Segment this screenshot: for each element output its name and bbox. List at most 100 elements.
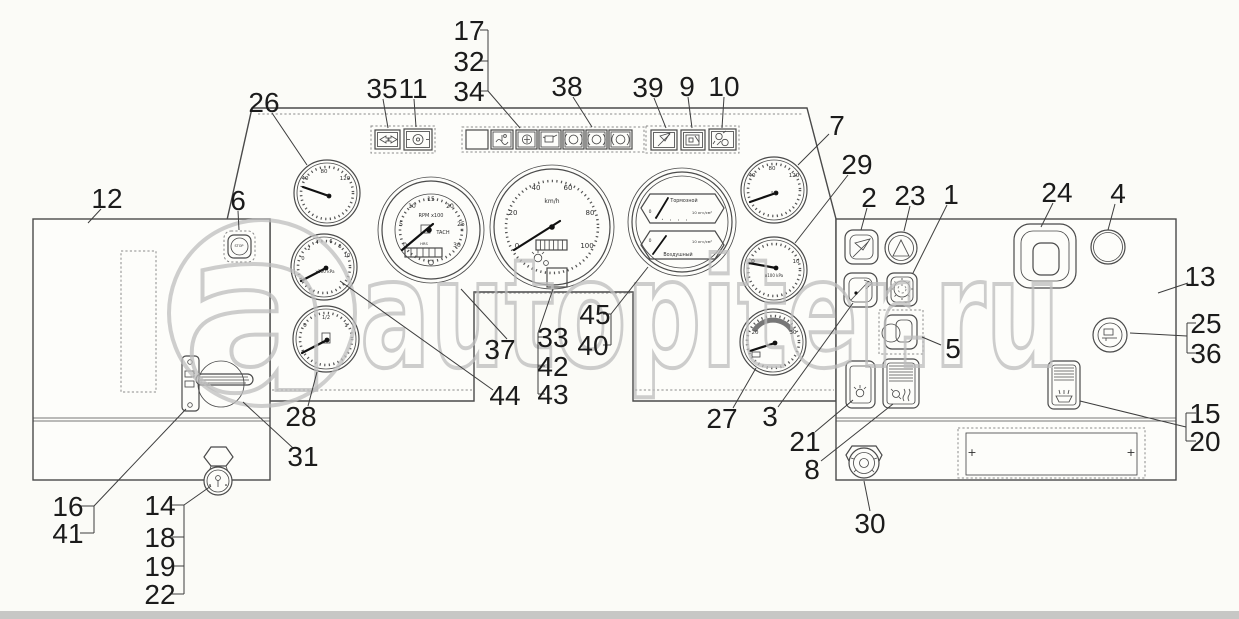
lever-icon-button	[843, 272, 878, 308]
callout-17: 17	[453, 15, 484, 46]
watermark: a autopiter.ru	[167, 180, 1062, 446]
gauge-label: 80	[586, 209, 595, 217]
callout-14: 14	[144, 490, 175, 521]
callout-40: 40	[577, 330, 608, 361]
gauge-label: 120	[340, 176, 351, 182]
gauge-label: TACH	[435, 230, 449, 236]
callout-35: 35	[366, 73, 397, 104]
callout-44: 44	[489, 380, 520, 411]
leader-line	[537, 288, 554, 334]
gauge-label: 10 кгс/см²	[692, 239, 713, 244]
gauge-label: 0	[301, 256, 304, 262]
callout-34: 34	[453, 76, 484, 107]
speedometer	[489, 164, 615, 290]
glovebox-plate	[957, 427, 1146, 479]
fan-indicator-icon	[712, 130, 729, 147]
gauge-label: 15	[427, 196, 435, 203]
hazard-warning-button	[884, 231, 918, 265]
gauge-label: 40	[302, 176, 309, 182]
callout-5: 5	[945, 333, 961, 364]
air-gauge-top-window	[640, 193, 725, 224]
gauge-label: +	[967, 446, 976, 459]
gauge-label: °C	[771, 191, 778, 197]
leader-lines-layer	[80, 29, 1196, 595]
watermark-text: autopiter.ru	[360, 228, 1060, 402]
leader-line	[183, 485, 212, 506]
callout-25: 25	[1190, 308, 1221, 339]
gauge-label: 10	[408, 203, 416, 210]
gauge-label: 30	[453, 242, 461, 249]
gauge-label: 40	[532, 184, 541, 192]
left-lower-panel	[32, 218, 271, 481]
gauge-label: 0	[649, 238, 652, 244]
leader-line	[237, 210, 240, 231]
blank-switch-button	[878, 309, 924, 355]
callout-10: 10	[708, 71, 739, 102]
oil-pressure-gauge-right	[740, 236, 808, 304]
leader-line	[93, 408, 187, 507]
leader-line	[1129, 332, 1188, 337]
aux-indicator-icon	[685, 134, 700, 146]
callout-1: 1	[943, 179, 959, 210]
leader-line	[912, 204, 948, 274]
gauge-label: 10	[793, 259, 800, 265]
gauge-label: STOP	[235, 244, 244, 248]
lever-highlight-circle	[197, 360, 245, 408]
leader-line	[820, 403, 894, 462]
leader-line	[863, 480, 871, 512]
leader-line	[860, 207, 868, 231]
callout-12: 12	[91, 183, 122, 214]
oil-pressure-indicator-icon	[542, 134, 558, 143]
coolant-temp-indicator-icon	[495, 134, 509, 145]
leader-line	[610, 266, 649, 315]
gauge-label: 40	[749, 173, 756, 179]
callout-32: 32	[453, 46, 484, 77]
gauge-label: 120	[789, 173, 800, 179]
gauge-label: 6	[329, 239, 332, 245]
air-pressure-dual-gauge	[627, 167, 737, 277]
hour-meter-window	[404, 247, 443, 258]
callout-16: 16	[52, 491, 83, 522]
callout-36: 36	[1190, 338, 1221, 369]
battery-icon	[751, 351, 761, 358]
spare-indicator	[465, 129, 489, 150]
gauge-label: 2	[307, 246, 310, 252]
leader-line	[487, 90, 521, 129]
gauge-label: 80	[769, 166, 776, 172]
gauge-label: 4	[315, 240, 318, 246]
leader-line	[1040, 202, 1054, 228]
gauge-label: +	[1126, 446, 1135, 459]
callout-42: 42	[537, 351, 568, 382]
callout-29: 29	[841, 149, 872, 180]
left-indicator-pair	[370, 125, 436, 154]
engine-stop-button	[223, 230, 256, 263]
gauge-label: 0	[751, 259, 755, 265]
callout-8: 8	[804, 454, 820, 485]
brake-circuit-1-indicator-icon	[564, 133, 583, 146]
leader-line	[797, 133, 830, 166]
gauge-label: 20	[752, 330, 759, 336]
gauge-label: 0	[649, 209, 652, 215]
callout-19: 19	[144, 551, 175, 582]
gauge-label: 20	[509, 209, 518, 217]
leader-line	[271, 112, 308, 166]
callout-39: 39	[632, 72, 663, 103]
callout-22: 22	[144, 579, 175, 610]
callout-9: 9	[679, 71, 695, 102]
gear-button	[886, 272, 918, 307]
leader-line	[1079, 400, 1187, 428]
callout-18: 18	[144, 522, 175, 553]
leader-line	[777, 302, 854, 408]
gauge-label: 5	[399, 221, 403, 228]
callout-23: 23	[894, 180, 925, 211]
callout-4: 4	[1110, 178, 1126, 209]
leader-line	[382, 98, 389, 129]
callout-7: 7	[829, 110, 845, 141]
fuel-pump-icon	[321, 332, 331, 344]
callout-21: 21	[789, 426, 820, 457]
callout-28: 28	[285, 401, 316, 432]
choke-knob	[845, 445, 883, 479]
gauge-label: 1	[344, 323, 348, 329]
